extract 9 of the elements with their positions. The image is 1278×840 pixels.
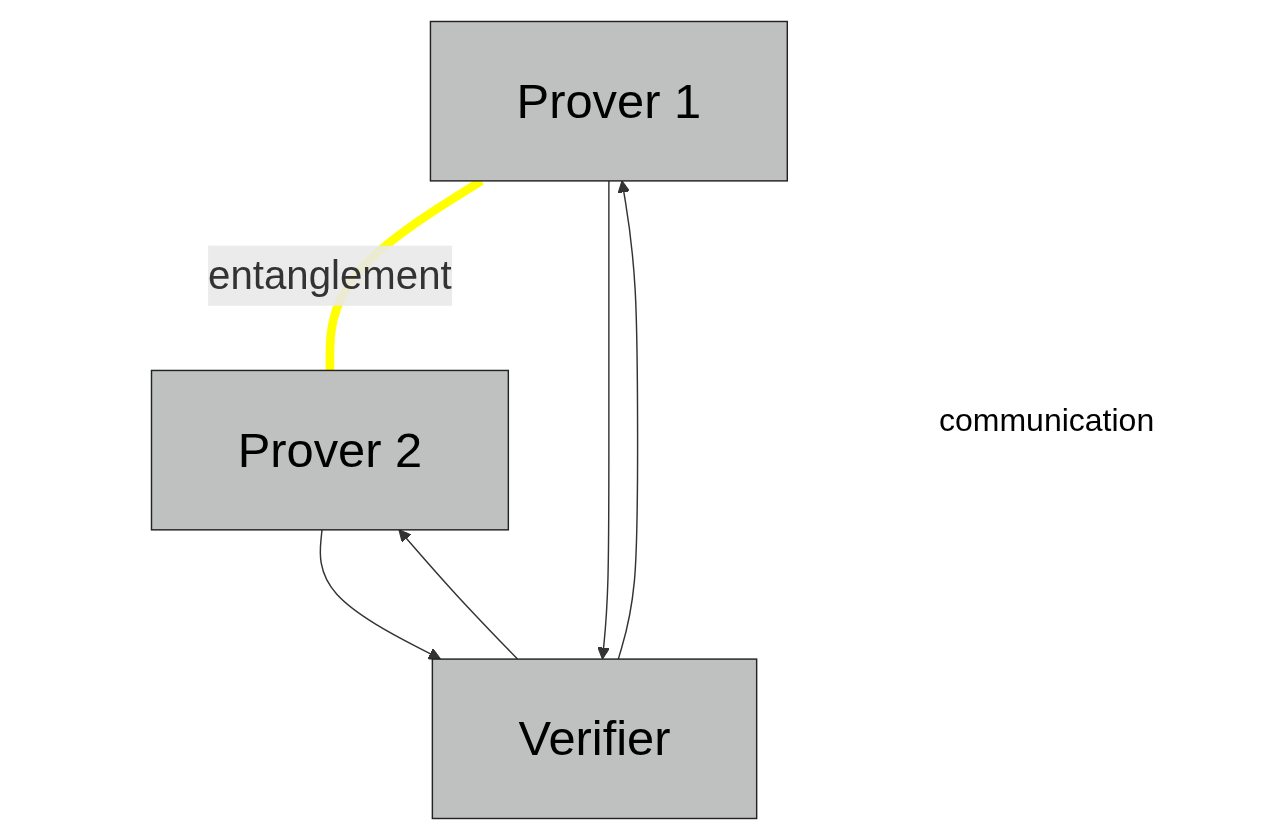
node-box: Prover 2 bbox=[150, 369, 509, 531]
note-text: communication bbox=[939, 401, 1155, 439]
node-box: Verifier bbox=[431, 658, 757, 820]
arrow bbox=[319, 529, 441, 660]
edge-label: entanglement bbox=[207, 252, 452, 298]
arrow bbox=[398, 529, 518, 660]
arrow bbox=[596, 180, 610, 660]
node-box: Prover 1 bbox=[429, 20, 788, 182]
arrow bbox=[617, 180, 638, 660]
